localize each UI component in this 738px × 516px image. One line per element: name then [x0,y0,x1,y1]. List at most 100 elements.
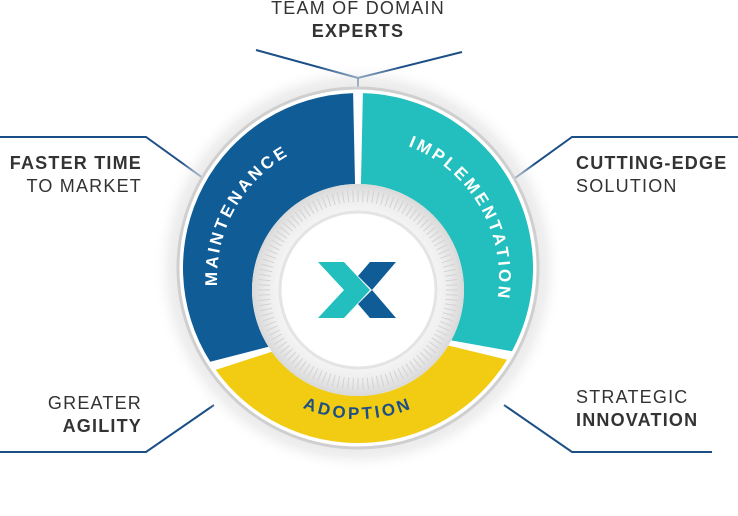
inner-tick-marks [258,190,458,390]
tick-mark [316,370,323,382]
tick-mark [259,273,272,277]
tick-mark [279,226,290,236]
tick-mark [286,218,297,229]
tick-mark [401,365,409,377]
tick-mark [258,279,271,282]
tick-mark [312,200,319,212]
tick-mark [276,341,288,350]
benefit-faster-time-to-market: FASTER TIME TO MARKET [0,152,142,198]
tick-mark [283,348,293,358]
tick-mark [428,230,440,239]
tick-mark [321,371,327,384]
tick-mark [409,360,418,372]
tick-mark [266,248,278,255]
benefit-top-left-line2: TO MARKET [26,176,142,196]
tick-mark [426,226,437,236]
tick-mark [393,370,400,382]
tick-mark [433,333,445,341]
connector-bottom-left [0,404,215,453]
tick-mark [283,222,293,232]
tick-mark [260,307,273,312]
tick-mark [416,215,426,225]
tick-mark [290,215,300,225]
tick-mark [397,368,404,380]
tick-mark [371,376,375,389]
tick-mark [444,273,457,277]
tick-mark [441,258,454,264]
tick-mark [273,337,285,345]
tick-mark [331,193,336,206]
tick-mark [393,198,400,210]
tick-mark [389,196,395,209]
tick-mark [326,373,332,386]
tick-mark [436,329,448,336]
tick-mark [431,235,443,243]
tick-mark [416,355,426,365]
tick-mark [268,244,280,251]
tick-mark [266,325,278,332]
benefit-strategic-innovation: STRATEGIC INNOVATION [576,386,698,432]
tick-mark [380,374,385,387]
benefit-bottom-left-line1: GREATER [47,393,142,413]
tick-mark [326,194,332,207]
tick-mark [258,294,271,296]
tick-mark [298,208,307,220]
tick-mark [436,244,448,251]
connector-bottom-right [503,404,712,453]
tick-mark [273,235,285,243]
tick-mark [423,348,433,358]
tick-mark [276,230,288,239]
benefit-top-right-line1: CUTTING-EDGE [576,153,728,173]
tick-mark [442,263,455,268]
tick-mark [441,316,454,322]
tick-mark [347,377,350,390]
tick-mark [294,358,304,369]
tick-mark [375,375,380,388]
tick-mark [303,363,311,375]
tick-mark [321,196,327,209]
tick-mark [258,284,271,286]
benefit-bottom-left-line2: AGILITY [62,416,142,436]
tick-mark [426,344,437,354]
tick-mark [316,198,323,210]
tick-mark [271,333,283,341]
tick-mark [389,371,395,384]
tick-mark [443,268,456,273]
tick-mark [423,222,433,232]
tick-mark [371,191,375,204]
tick-mark [442,312,455,317]
tick-mark [307,365,315,377]
tick-mark [312,368,319,380]
tick-mark [262,316,275,322]
benefit-top-line1: TEAM OF DOMAIN [271,0,445,18]
tick-mark [362,377,364,390]
tick-mark [445,294,458,296]
tick-mark [271,239,283,247]
tick-mark [258,298,271,301]
tick-mark [347,190,350,203]
tick-mark [397,200,404,212]
tick-mark [264,253,277,259]
tick-mark [336,192,341,205]
tick-mark [409,208,418,220]
tick-mark [336,375,341,388]
tick-mark [331,374,336,387]
tick-mark [438,248,450,255]
x-brand-logo-icon [318,262,396,318]
tick-mark [412,358,422,369]
tick-mark [384,194,390,207]
tick-mark [433,239,445,247]
tick-mark [384,373,390,386]
tick-mark [439,321,452,327]
benefit-bottom-right-line1: STRATEGIC [576,387,689,407]
tick-mark [259,303,272,307]
tick-mark [443,307,456,312]
tick-mark [428,341,440,350]
tick-mark [405,205,413,217]
benefit-top-right-line2: SOLUTION [576,176,678,196]
tick-mark [362,190,364,203]
benefit-cutting-edge-solution: CUTTING-EDGE SOLUTION [576,152,727,198]
tick-mark [341,191,345,204]
tick-mark [307,203,315,215]
